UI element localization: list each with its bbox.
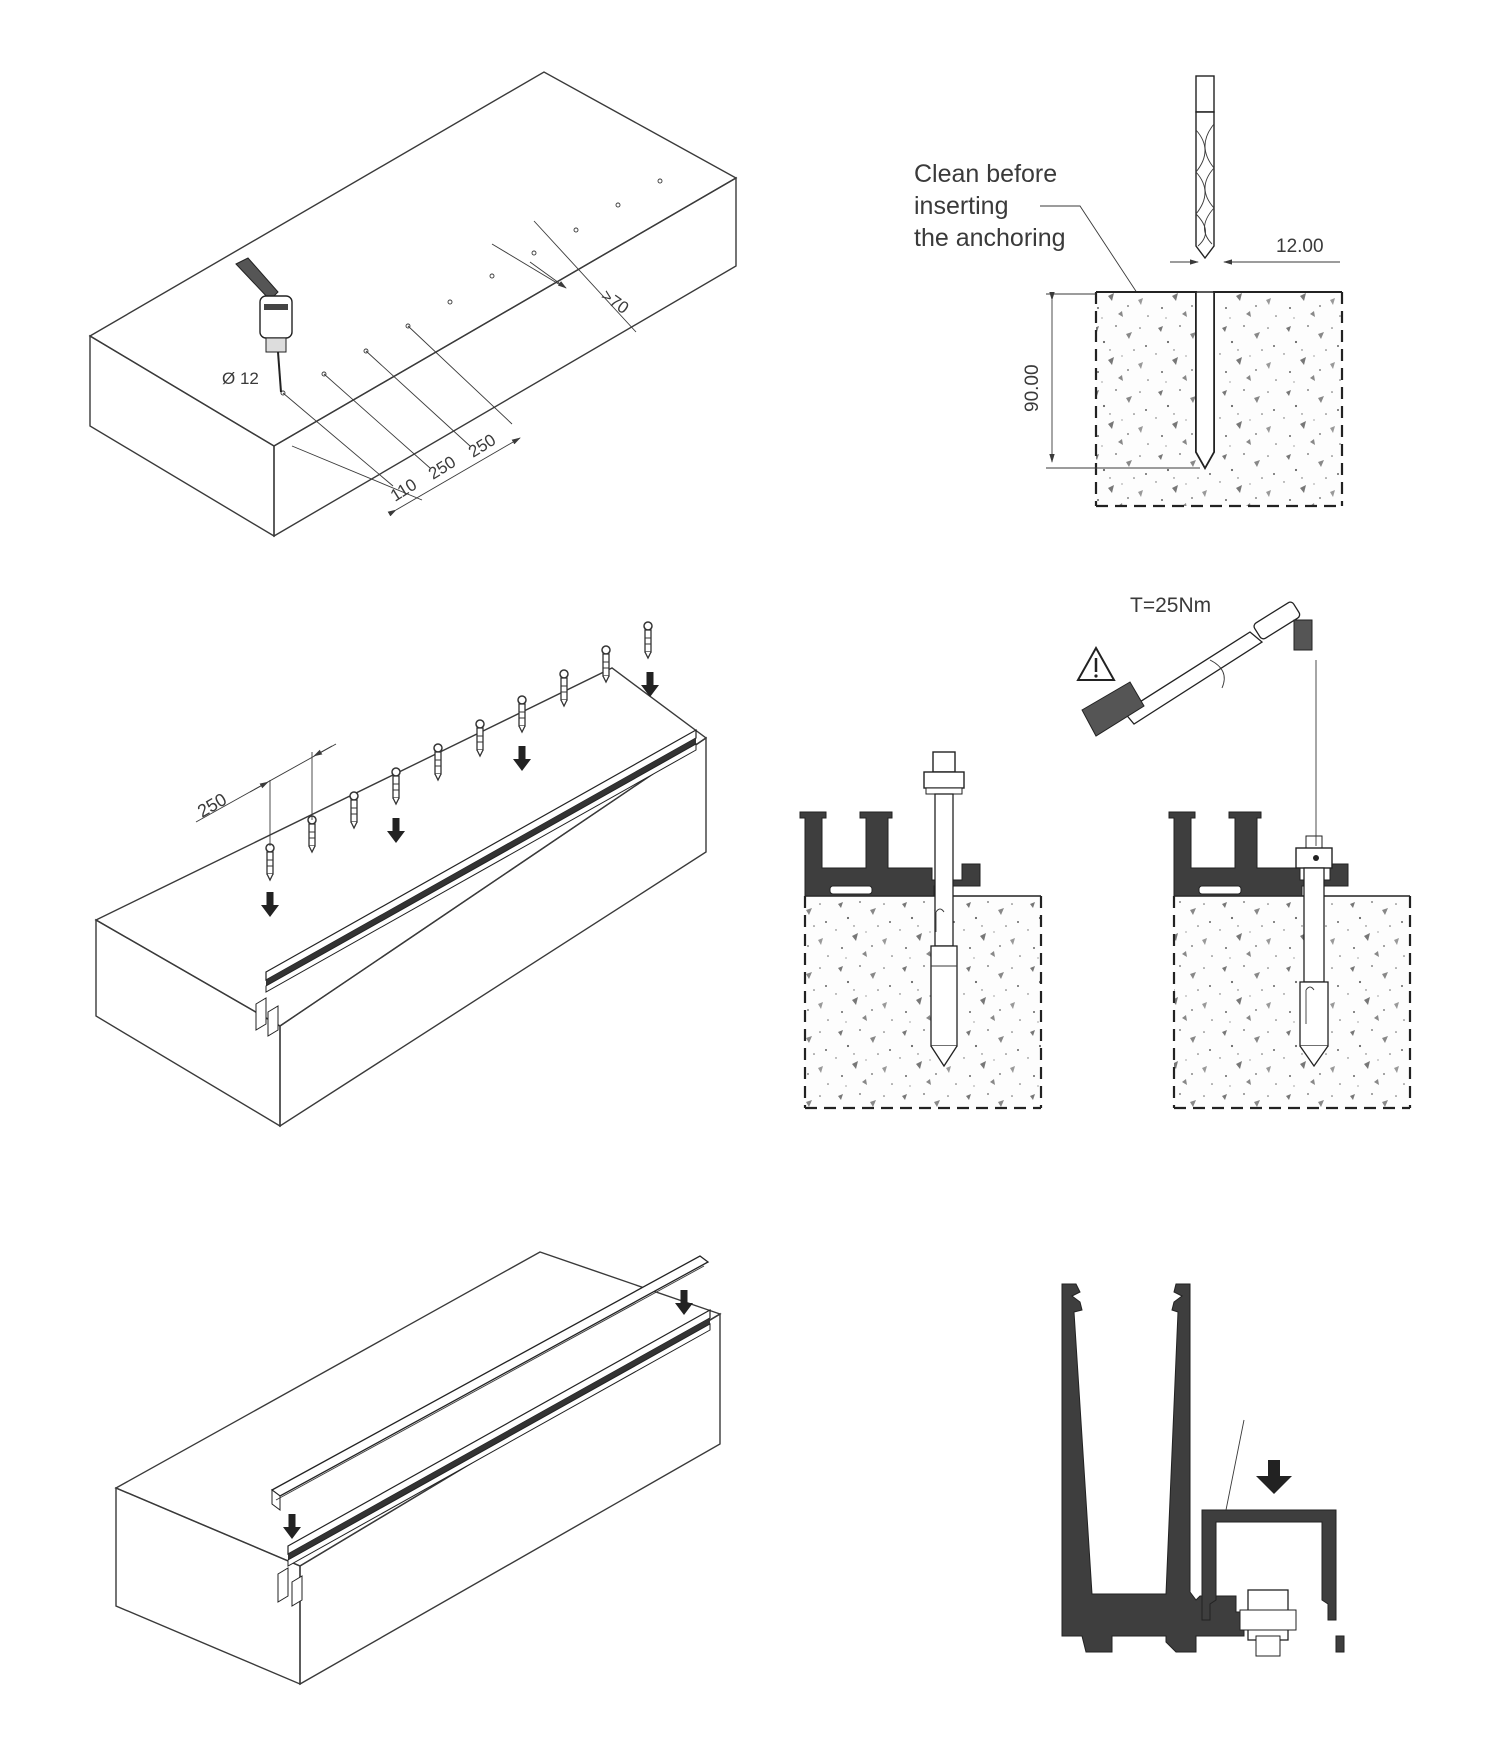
torque-label: T=25Nm xyxy=(1130,594,1211,617)
anchor-section-before-torque xyxy=(799,751,1043,1110)
anchor-section-torqued: T=25Nm xyxy=(1076,594,1412,1110)
hole-depth-label: 90.00 xyxy=(1022,364,1043,412)
dim-250b-label: 250 xyxy=(465,430,499,461)
anchor-bolt-section-1 xyxy=(923,751,965,1068)
drill-bit-icon xyxy=(1195,75,1215,260)
drill-icon xyxy=(235,257,293,393)
profile-cross-section xyxy=(1061,1283,1345,1657)
drill-hole-dots xyxy=(280,178,663,396)
spacing-label: 250 xyxy=(194,789,230,821)
step2-anchor-placement-view: 250 xyxy=(94,621,708,1128)
dim-70-label: >70 xyxy=(598,286,633,318)
hole-depth-dimension xyxy=(1046,291,1200,469)
cover-profile-3d xyxy=(270,1255,710,1511)
warning-icon xyxy=(1076,645,1116,681)
anchor-bolt-section-2 xyxy=(1295,835,1333,1068)
dim-110-label: 110 xyxy=(387,475,420,505)
base-profile-section-2 xyxy=(1168,811,1349,897)
note-line-1: Clean before xyxy=(914,160,1057,188)
step3-cover-insertion-view xyxy=(114,1251,722,1686)
spacing-dimension xyxy=(195,743,337,846)
base-profile-section-1 xyxy=(799,811,981,897)
hole-width-label: 12.00 xyxy=(1276,236,1324,257)
concrete-block-1 xyxy=(88,71,738,538)
down-arrow-icon xyxy=(283,1290,693,1539)
note-line-2: inserting xyxy=(914,192,1009,220)
dimension-lines-1 xyxy=(282,220,637,517)
note-line-3: the anchoring xyxy=(914,224,1066,252)
cover-profile-section xyxy=(1201,1509,1337,1621)
drill-diameter-label: Ø 12 xyxy=(222,369,259,388)
concrete-section-1 xyxy=(1094,291,1344,508)
concrete-block-3 xyxy=(114,1251,722,1686)
drilled-hole-section: Clean before inserting the anchoring 12.… xyxy=(914,75,1344,508)
base-profile-3 xyxy=(277,1308,711,1607)
cover-leader xyxy=(1225,1419,1245,1511)
down-arrow-icon xyxy=(1256,1460,1292,1494)
dim-250a-label: 250 xyxy=(425,452,459,483)
base-profile-2 xyxy=(255,728,697,1037)
torque-wrench-icon xyxy=(1081,601,1313,737)
step1-drilling-view: Ø 12 110 250 250 >70 xyxy=(88,71,738,538)
